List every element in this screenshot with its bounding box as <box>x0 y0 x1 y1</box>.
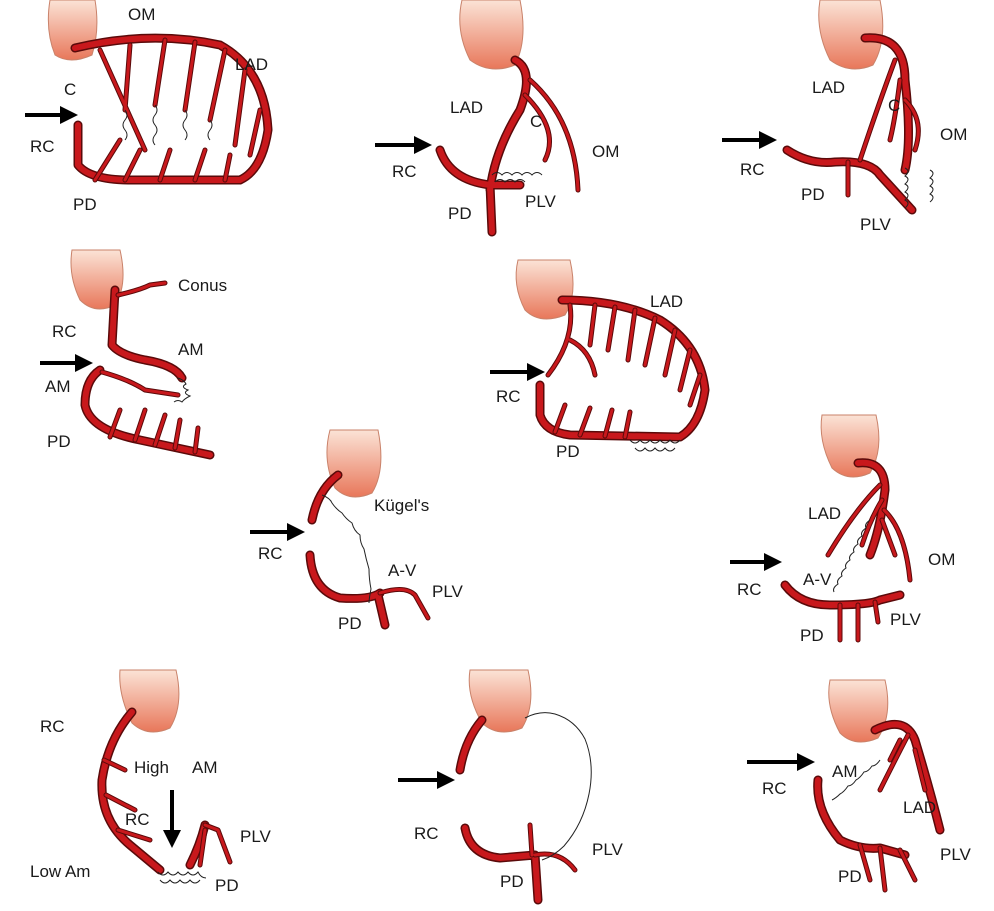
label-plv: PLV <box>240 827 272 846</box>
label-am-upper: AM <box>178 340 204 359</box>
label-plv: PLV <box>432 582 464 601</box>
panel-10: AM RC LAD PLV PD <box>747 679 972 893</box>
label-c: C <box>530 112 542 131</box>
panel-1: OM LAD C RC PD <box>25 0 273 214</box>
label-lad: LAD <box>650 292 683 311</box>
label-plv: PLV <box>940 845 972 864</box>
label-rc-upper: RC <box>40 717 65 736</box>
label-rc: RC <box>496 387 521 406</box>
label-pd: PD <box>47 432 71 451</box>
label-pd: PD <box>800 626 824 645</box>
label-low-am: Low Am <box>30 862 90 881</box>
arrowhead <box>797 753 815 771</box>
label-pd: PD <box>215 876 239 895</box>
label-av: A-V <box>803 570 832 589</box>
panel-7: LAD OM A-V RC PLV PD <box>730 414 955 645</box>
label-conus: Conus <box>178 276 227 295</box>
label-om: OM <box>940 125 967 144</box>
arrowhead <box>287 523 305 541</box>
label-rc: RC <box>258 544 283 563</box>
label-am-lower: AM <box>45 377 71 396</box>
label-lad: LAD <box>450 98 483 117</box>
label-pd: PD <box>838 867 862 886</box>
label-pd: PD <box>338 614 362 633</box>
label-pd: PD <box>801 185 825 204</box>
label-lad: LAD <box>235 55 268 74</box>
label-rc: RC <box>762 779 787 798</box>
arrowhead <box>437 771 455 789</box>
vessels <box>70 33 273 185</box>
label-high: High <box>134 758 169 777</box>
label-plv: PLV <box>860 215 892 234</box>
aorta <box>70 249 124 310</box>
arrowhead <box>414 136 432 154</box>
label-lad: LAD <box>903 798 936 817</box>
label-lad: LAD <box>808 504 841 523</box>
label-plv: PLV <box>890 610 922 629</box>
arrowhead <box>527 363 545 381</box>
aorta <box>326 429 382 498</box>
panel-4: Conus RC AM AM PD <box>40 249 227 460</box>
label-om: OM <box>592 142 619 161</box>
label-rc: RC <box>740 160 765 179</box>
arrowhead <box>163 830 181 848</box>
aorta <box>119 669 180 733</box>
label-om: OM <box>128 5 155 24</box>
panel-5: LAD RC PD <box>490 259 710 461</box>
label-rc: RC <box>414 824 439 843</box>
label-rc: RC <box>52 322 77 341</box>
label-lad: LAD <box>812 78 845 97</box>
label-plv: PLV <box>592 840 624 859</box>
arrowhead <box>60 106 78 124</box>
label-c: C <box>888 96 900 115</box>
label-pd: PD <box>73 195 97 214</box>
arrowhead <box>75 354 93 372</box>
label-rc: RC <box>392 162 417 181</box>
aorta <box>818 0 884 70</box>
label-av: A-V <box>388 561 417 580</box>
label-c: C <box>64 80 76 99</box>
label-om: OM <box>928 550 955 569</box>
label-am: AM <box>192 758 218 777</box>
panel-8: RC High AM RC PLV Low Am PD <box>30 669 272 895</box>
aorta <box>515 259 574 320</box>
label-rc: RC <box>737 580 762 599</box>
panel-2: LAD C OM RC PD PLV <box>375 0 619 237</box>
aorta <box>459 0 524 70</box>
panel-3: LAD C OM RC PD PLV <box>722 0 967 234</box>
label-plv: PLV <box>525 192 557 211</box>
label-kugels: Kügel's <box>374 496 429 515</box>
label-rc-lower: RC <box>125 810 150 829</box>
label-pd: PD <box>556 442 580 461</box>
panel-9: RC PD PLV <box>398 669 624 905</box>
panel-6: Kügel's RC A-V PLV PD <box>250 429 464 633</box>
label-pd: PD <box>448 204 472 223</box>
label-pd: PD <box>500 872 524 891</box>
label-am: AM <box>832 762 858 781</box>
arrowhead <box>764 553 782 571</box>
label-rc: RC <box>30 137 55 156</box>
arrowhead <box>759 131 777 149</box>
